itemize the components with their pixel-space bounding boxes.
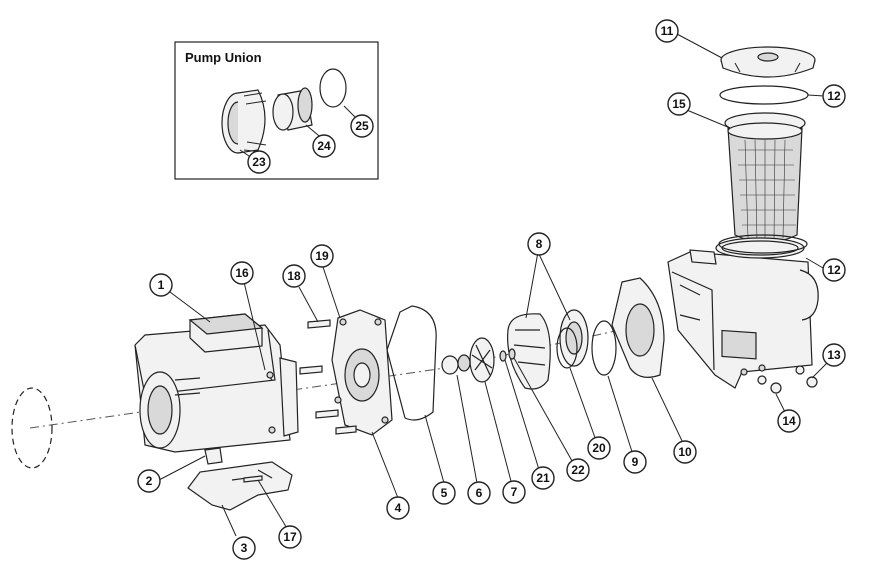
svg-text:9: 9 (632, 455, 639, 469)
svg-text:12: 12 (827, 263, 841, 277)
callout-4: 4 (386, 496, 410, 520)
drain-plugs (757, 365, 818, 394)
svg-text:2: 2 (146, 474, 153, 488)
svg-text:5: 5 (441, 486, 448, 500)
svg-text:8: 8 (536, 237, 543, 251)
seal-plate (331, 309, 393, 436)
seal-plate-gasket (386, 305, 437, 421)
motor-base (187, 447, 293, 511)
svg-text:21: 21 (536, 471, 550, 485)
svg-text:19: 19 (315, 249, 329, 263)
pump-union-inset: Pump Union (174, 41, 379, 180)
callout-12-housing: 12 (822, 258, 846, 282)
svg-text:10: 10 (678, 445, 692, 459)
inset-title: Pump Union (185, 50, 262, 65)
callout-6: 6 (467, 481, 491, 505)
strainer-basket (724, 112, 806, 244)
callout-2: 2 (137, 469, 161, 493)
svg-text:16: 16 (235, 266, 249, 280)
callout-14: 14 (777, 409, 801, 433)
callout-11: 11 (655, 19, 679, 43)
svg-text:23: 23 (252, 155, 266, 169)
callout-20: 20 (587, 436, 611, 460)
union-o-ring (319, 68, 347, 108)
svg-text:11: 11 (661, 24, 674, 38)
callout-21: 21 (531, 466, 555, 490)
svg-text:3: 3 (241, 541, 248, 555)
callout-5: 5 (432, 481, 456, 505)
svg-text:17: 17 (283, 530, 297, 544)
callout-17: 17 (278, 525, 302, 549)
pump-housing (667, 237, 819, 389)
callout-23: 23 (247, 150, 271, 174)
callout-18: 18 (282, 264, 306, 288)
strainer-lid (720, 46, 816, 78)
svg-text:18: 18 (287, 269, 301, 283)
callout-25: 25 (350, 114, 374, 138)
shaft-seal (441, 354, 471, 375)
callout-10: 10 (673, 440, 697, 464)
svg-text:1: 1 (158, 278, 165, 292)
diffuser-o-ring (591, 320, 617, 376)
svg-text:20: 20 (592, 441, 606, 455)
svg-text:7: 7 (511, 485, 518, 499)
svg-text:15: 15 (672, 97, 686, 111)
motor-screw (268, 426, 276, 434)
callout-13: 13 (822, 343, 846, 367)
svg-text:25: 25 (355, 119, 369, 133)
callout-1: 1 (149, 273, 173, 297)
callout-19: 19 (310, 244, 334, 268)
callout-24: 24 (312, 134, 336, 158)
callout-22: 22 (566, 458, 590, 482)
callout-12-lid: 12 (822, 84, 846, 108)
motor (134, 313, 299, 453)
svg-text:6: 6 (476, 486, 483, 500)
diffuser (507, 309, 589, 390)
svg-text:12: 12 (827, 89, 841, 103)
svg-text:22: 22 (571, 463, 585, 477)
housing-o-ring (718, 234, 808, 254)
callout-16: 16 (230, 261, 254, 285)
svg-text:24: 24 (317, 139, 331, 153)
svg-text:14: 14 (782, 414, 796, 428)
lid-o-ring (719, 85, 809, 105)
seal-plate-bolts (299, 319, 357, 435)
union-nut (221, 89, 267, 154)
callout-3: 3 (232, 536, 256, 560)
callout-7: 7 (502, 480, 526, 504)
svg-text:4: 4 (395, 501, 402, 515)
callout-15: 15 (667, 92, 691, 116)
union-tail (272, 87, 313, 131)
motor-screw (266, 371, 274, 379)
callout-9: 9 (623, 450, 647, 474)
leader-lines (158, 33, 831, 537)
callout-8: 8 (527, 232, 551, 256)
motor-shaft-end-ellipse (11, 387, 53, 469)
svg-text:13: 13 (827, 348, 841, 362)
